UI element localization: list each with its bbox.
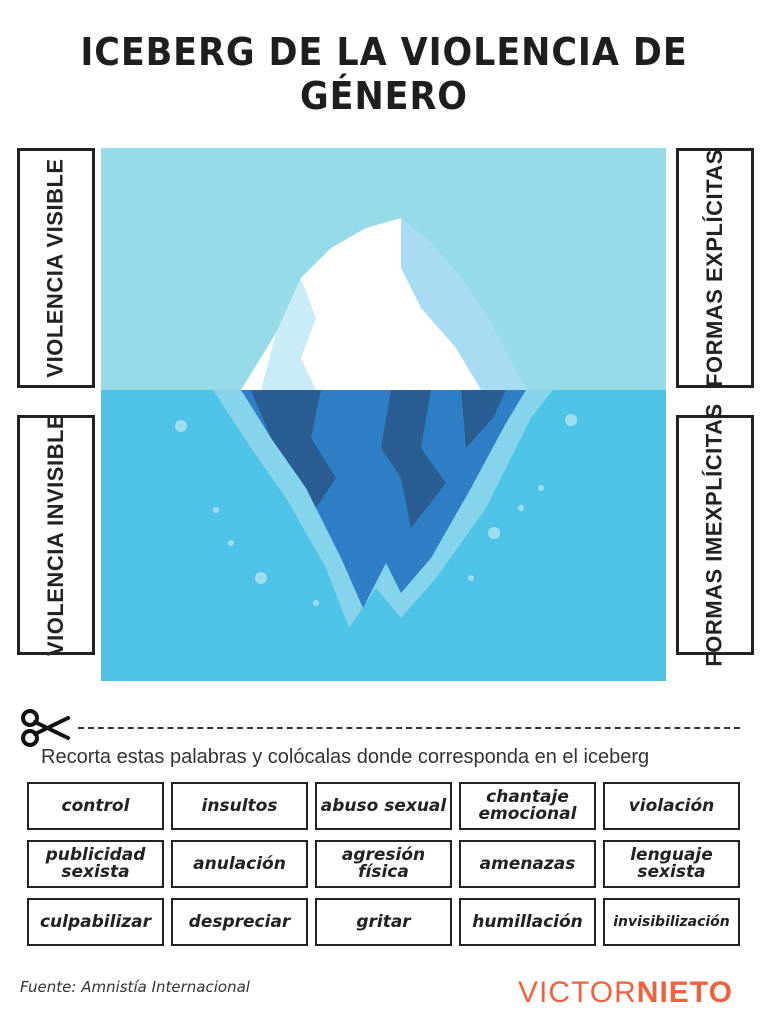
word-card[interactable]: despreciar [171,898,308,946]
word-card[interactable]: culpabilizar [27,898,164,946]
label-formas-explicitas-text: FORMAS EXPLÍCITAS [702,149,728,387]
word-card[interactable]: invisibilización [603,898,740,946]
word-card[interactable]: lenguaje sexista [603,840,740,888]
bubble [468,575,474,581]
word-cards-grid: control insultos abuso sexual chantaje e… [27,782,741,946]
label-violencia-invisible-text: VIOLENCIA INVISIBLE [43,413,68,657]
word-card[interactable]: violación [603,782,740,830]
bubble [213,507,219,513]
label-violencia-visible: VIOLENCIA VISIBLE [17,148,95,388]
word-card[interactable]: agresión física [315,840,452,888]
label-violencia-invisible: VIOLENCIA INVISIBLE [17,413,95,657]
submerged-ice-facet [381,390,446,528]
word-card[interactable]: amenazas [459,840,596,888]
ice-tip-shade [401,218,526,390]
ice-tip [241,218,526,390]
scissors-icon [21,709,70,747]
submerged-ice-shadow [251,390,341,558]
brand-logo-first: VICTOR [518,976,637,1009]
bubble [538,485,544,491]
word-card[interactable]: insultos [171,782,308,830]
page-title: ICEBERG DE LA VIOLENCIA DE GÉNERO [80,30,688,118]
bubble [488,527,500,539]
bubble [518,505,524,511]
word-card[interactable]: humillación [459,898,596,946]
brand-logo: VICTORNIETO [518,976,733,1010]
bubble [228,540,234,546]
label-formas-explicitas: FORMAS EXPLÍCITAS [676,148,754,388]
bubble [175,420,187,432]
ice-tip-shade-2 [261,278,316,390]
brand-logo-last: NIETO [636,976,733,1009]
word-card[interactable]: abuso sexual [315,782,452,830]
word-card[interactable]: anulación [171,840,308,888]
bubble [255,572,267,584]
submerged-ice-facet-2 [461,390,506,448]
label-formas-implicitas-text: FORMAS IMEXPLÍCITAS [702,403,728,667]
cut-line [78,727,740,729]
bubble [565,414,577,426]
iceberg-illustration [101,148,666,681]
word-card[interactable]: publicidad sexista [27,840,164,888]
word-card[interactable]: gritar [315,898,452,946]
label-formas-implicitas: FORMAS IMEXPLÍCITAS [676,403,754,667]
word-card[interactable]: control [27,782,164,830]
label-violencia-visible-text: VIOLENCIA VISIBLE [43,158,68,378]
bubble [313,600,319,606]
source-text: Fuente: Amnistía Internacional [20,978,250,996]
instruction-text: Recorta estas palabras y colócalas donde… [41,746,650,768]
word-card[interactable]: chantaje emocional [459,782,596,830]
ice-ball [365,226,401,262]
